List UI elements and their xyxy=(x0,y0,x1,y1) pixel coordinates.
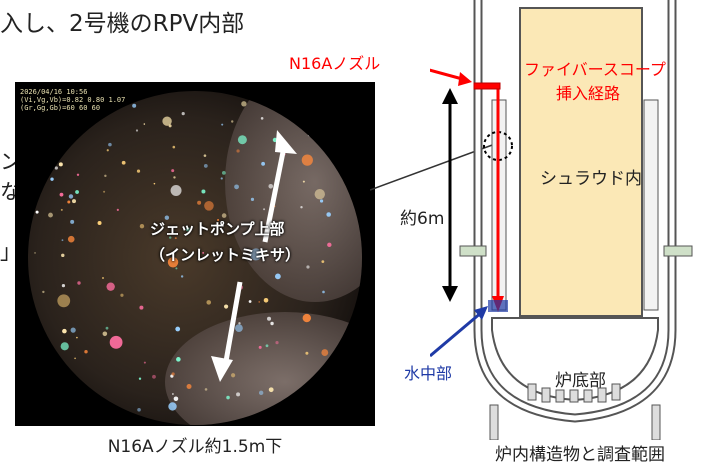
nozzle-label: N16Aノズル xyxy=(289,54,381,73)
jet-pump-label: ジェットポンプ上部 xyxy=(150,220,285,238)
shroud-label: シュラウド内 xyxy=(540,169,642,189)
header-text: 入し、2号機のRPV内部 xyxy=(0,11,245,37)
photo-caption: N16Aノズル約1.5m下 xyxy=(107,437,283,457)
shroud xyxy=(519,7,643,317)
scope-label: ファイバースコープ xyxy=(524,60,666,79)
fisheye-image xyxy=(28,91,362,425)
jet-pump-right xyxy=(643,99,659,311)
n16a-nozzle xyxy=(473,82,501,90)
diagram-caption: 炉内構造物と調査範囲 xyxy=(495,445,665,465)
reactor-diagram xyxy=(430,0,693,440)
observation-region xyxy=(483,131,513,161)
scope-label-line2: 挿入経路 xyxy=(556,84,621,103)
photo-metadata: 2026/04/16 10:56 (Vi,Vg,Vb)=0.82 0.80 1.… xyxy=(20,88,126,112)
upper-arrow xyxy=(262,141,288,243)
underwater-label: 水中部 xyxy=(404,364,453,383)
bottom-label: 炉底部 xyxy=(555,371,606,391)
height-label: 約6m xyxy=(400,209,445,229)
lower-arrow xyxy=(222,281,243,368)
inlet-mixer-label: （インレットミキサ） xyxy=(150,246,301,264)
underwater-area xyxy=(488,300,508,312)
inspection-photo xyxy=(15,82,375,426)
